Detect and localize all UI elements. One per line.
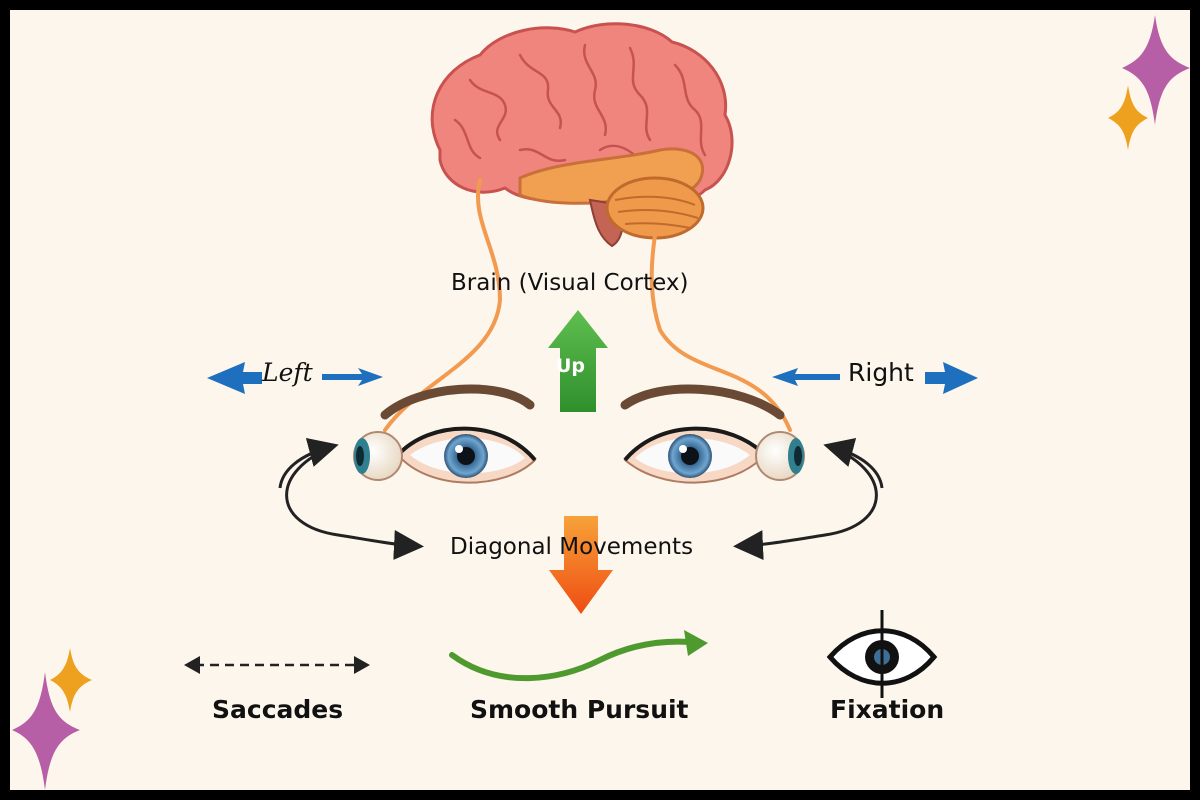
diagonal-arrows — [278, 437, 884, 561]
right-label: Right — [848, 358, 914, 387]
brain-icon — [430, 22, 734, 248]
fixation-eye-icon — [826, 610, 938, 698]
down-arrow — [549, 516, 613, 614]
fixation-label: Fixation — [830, 695, 945, 724]
left-label: Left — [262, 358, 313, 387]
sparkle-icon — [12, 648, 92, 790]
right-arrow — [772, 362, 978, 394]
eyeball-icon — [755, 431, 805, 481]
left-arrow — [207, 362, 383, 394]
sparkle-icon — [1108, 15, 1190, 150]
up-arrow — [548, 310, 608, 412]
saccades-arrow — [184, 656, 370, 674]
up-label: Up — [556, 355, 586, 377]
smooth-pursuit-arrow — [449, 630, 708, 682]
diagonal-label: Diagonal Movements — [450, 534, 694, 560]
saccades-label: Saccades — [212, 695, 344, 724]
brain-label: Brain (Visual Cortex) — [451, 270, 689, 296]
right-eye-icon — [620, 384, 785, 484]
eyeball-icon — [353, 431, 403, 481]
smooth-pursuit-label: Smooth Pursuit — [470, 695, 689, 724]
left-eye-icon — [380, 384, 537, 484]
